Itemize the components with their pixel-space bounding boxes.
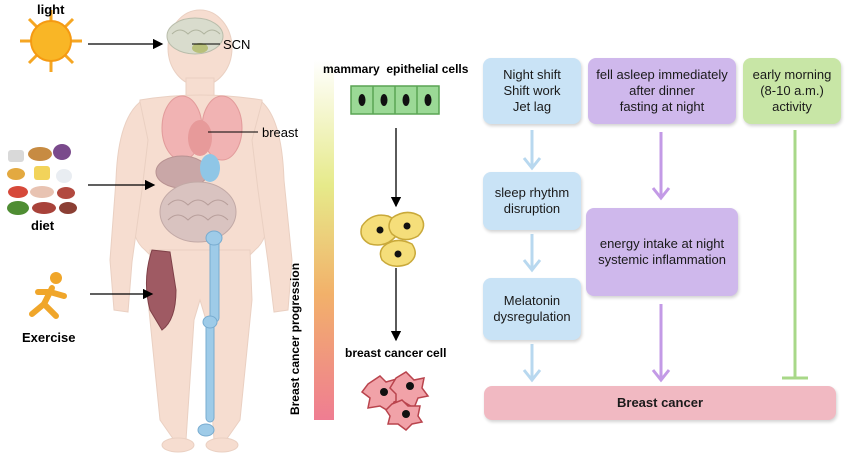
breast-cancer-box: Breast cancer [484,386,836,420]
scn-label: SCN [223,37,251,52]
progression-gradient-wedge [314,60,334,420]
energy-intake-box: energy intake at night systemic inflamma… [586,208,738,296]
breast-cancer-cell-label: breast cancer cell [345,346,447,360]
melatonin-text: Melatonin dysregulation [493,293,571,324]
night-shift-text: Night shift Shift work Jet lag [503,67,561,114]
melatonin-box: Melatonin dysregulation [483,278,581,340]
transforming-cells-icon [360,211,425,267]
early-morning-box: early morning (8-10 a.m.) activity [743,58,841,124]
progression-axis-label: Breast cancer progression [288,262,302,416]
chest-organs [161,95,243,161]
leg-bones [197,230,223,437]
fell-asleep-box: fell asleep immediately after dinner fas… [588,58,736,124]
mammary-cells-label: mammary epithelial cells [323,62,469,76]
diet-label: diet [31,218,55,233]
night-shift-box: Night shift Shift work Jet lag [483,58,581,124]
purple-arrows [651,132,671,383]
light-label: light [37,2,65,17]
abdominal-organs [155,154,237,243]
energy-intake-text: energy intake at night systemic inflamma… [598,236,726,267]
running-person-icon [29,272,67,319]
sleep-disruption-box: sleep rhythm disruption [483,172,581,230]
green-inhibition-line [782,130,808,380]
early-morning-text: early morning (8-10 a.m.) activity [752,67,832,114]
exercise-label: Exercise [22,330,76,345]
brain-organ [166,17,224,55]
breast-cancer-text: Breast cancer [617,395,703,410]
cancer-cells-icon [360,371,430,431]
epithelial-cells-icon [350,85,440,115]
fell-asleep-text: fell asleep immediately after dinner fas… [596,67,728,114]
thigh-muscle [146,249,177,331]
sun-icon [20,10,82,72]
breast-label: breast [262,125,299,140]
blue-arrows [522,130,542,383]
sleep-disruption-text: sleep rhythm disruption [494,185,570,216]
food-icon [7,144,77,215]
